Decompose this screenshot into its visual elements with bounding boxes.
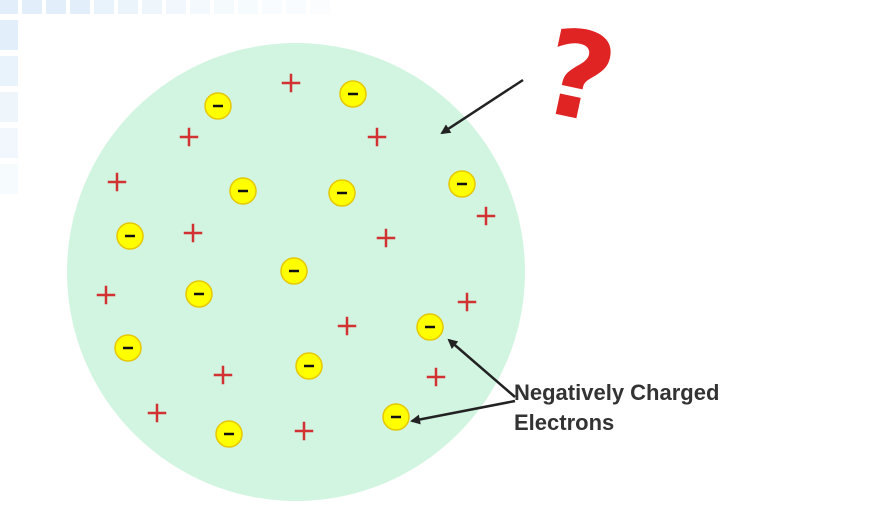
electron-icon (416, 313, 444, 341)
question-arrow (440, 78, 524, 135)
plus-sign-icon (281, 73, 301, 93)
plus-sign-icon (147, 403, 167, 423)
plus-sign-icon (96, 285, 116, 305)
plus-sign-icon (376, 228, 396, 248)
electron-icon (116, 222, 144, 250)
electron-icon (382, 403, 410, 431)
plus-sign-icon (294, 421, 314, 441)
positive-charges (96, 73, 496, 441)
plus-sign-icon (337, 316, 357, 336)
electron-icon (280, 257, 308, 285)
plus-sign-icon (183, 223, 203, 243)
electron-icon (339, 80, 367, 108)
electron-icon (204, 92, 232, 120)
plus-sign-icon (213, 365, 233, 385)
electron-icon (448, 170, 476, 198)
electron-icon (295, 352, 323, 380)
plus-sign-icon (179, 127, 199, 147)
electrons (114, 80, 476, 448)
electron-label-line2: Electrons (514, 410, 614, 435)
background-tiles (0, 0, 330, 194)
electron-arrow-lower (410, 399, 516, 425)
electron-icon (229, 177, 257, 205)
question-mark: ? (530, 2, 627, 152)
electron-icon (328, 179, 356, 207)
plus-sign-icon (367, 127, 387, 147)
plus-sign-icon (457, 292, 477, 312)
plus-sign-icon (426, 367, 446, 387)
plus-sign-icon (107, 172, 127, 192)
electron-label-line1: Negatively Charged (514, 380, 719, 405)
plus-sign-icon (476, 206, 496, 226)
electron-icon (185, 280, 213, 308)
electron-icon (215, 420, 243, 448)
electron-arrow-upper (447, 338, 516, 398)
electron-icon (114, 334, 142, 362)
